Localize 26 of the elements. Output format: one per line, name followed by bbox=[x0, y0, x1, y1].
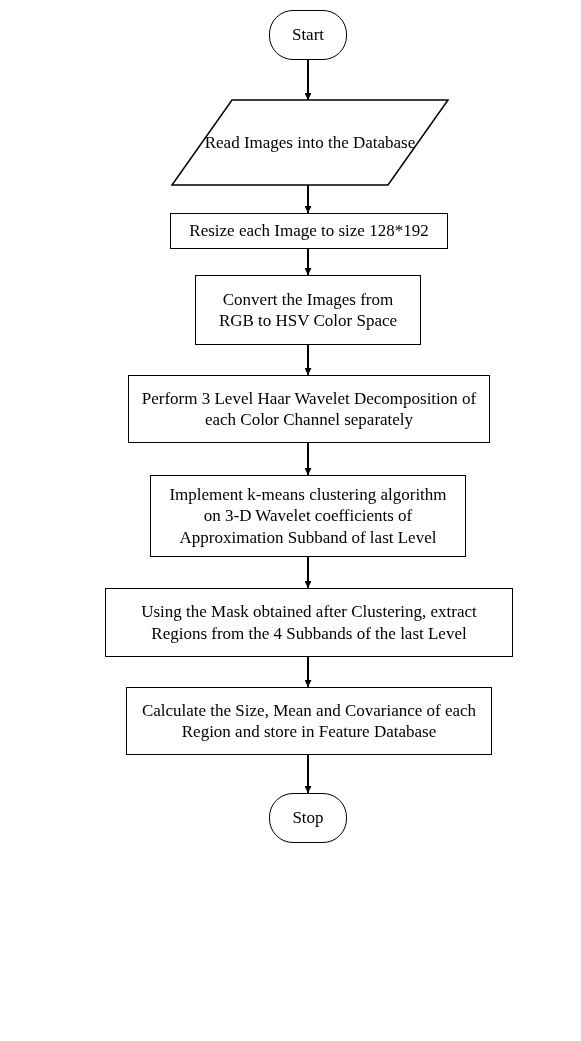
step-text: Using the Mask obtained after Clustering, extract Regions from the 4 Subbands of the last Level bbox=[140, 601, 478, 644]
arrow bbox=[304, 184, 312, 214]
step-text: Start bbox=[290, 24, 326, 46]
process-box bbox=[170, 213, 448, 249]
process-box bbox=[195, 275, 421, 345]
input-parallelogram bbox=[172, 100, 448, 185]
process-box bbox=[150, 475, 466, 557]
arrow bbox=[304, 442, 312, 476]
start-terminal bbox=[269, 10, 347, 60]
arrow bbox=[304, 344, 312, 376]
step-text: Implement k-means clustering algorithm on 3-D Wavelet coefficients of Approximation Subband of last Level bbox=[168, 484, 448, 548]
step-text: Stop bbox=[291, 807, 325, 829]
arrow bbox=[304, 59, 312, 101]
arrow bbox=[304, 754, 312, 794]
step-text: Convert the Images from RGB to HSV Color Space bbox=[217, 288, 399, 332]
process-box bbox=[105, 588, 513, 657]
step-text: Perform 3 Level Haar Wavelet Decomposition of each Color Channel separately bbox=[140, 387, 478, 431]
step-text: Calculate the Size, Mean and Covariance of each Region and store in Feature Database bbox=[140, 699, 478, 743]
process-box bbox=[128, 375, 490, 443]
arrow bbox=[304, 556, 312, 589]
stop-terminal bbox=[269, 793, 347, 843]
step-text: Resize each Image to size 128*192 bbox=[188, 220, 430, 242]
arrow bbox=[304, 656, 312, 688]
arrow bbox=[304, 248, 312, 276]
step-text: Read Images into the Database bbox=[203, 131, 417, 154]
process-box bbox=[126, 687, 492, 755]
